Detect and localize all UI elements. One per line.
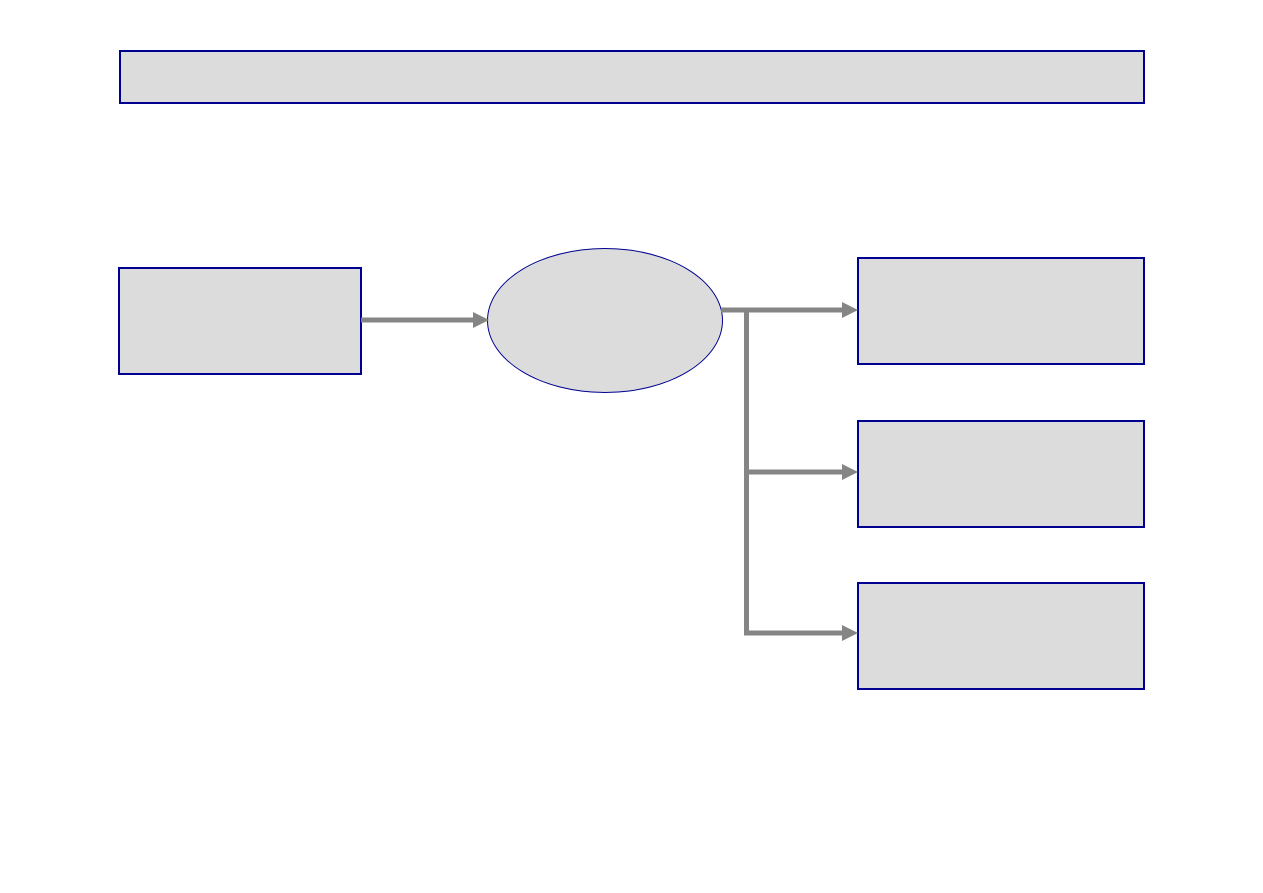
arrow-branch-to-right-box-middle [744,464,858,480]
banner-box [119,50,1145,104]
arrow-left-box-to-ellipse [361,312,489,328]
arrow-branch-to-right-box-bottom [744,625,858,641]
left-source-box [118,267,362,375]
arrow-ellipse-to-right-box-top [721,302,858,318]
right-output-box-top [857,257,1145,365]
right-output-box-bottom [857,582,1145,690]
process-ellipse [487,248,723,393]
right-output-box-middle [857,420,1145,528]
